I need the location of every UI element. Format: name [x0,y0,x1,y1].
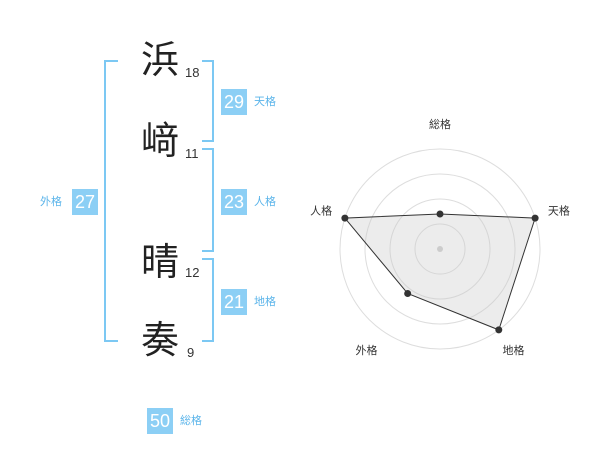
radar-point-0 [436,210,444,218]
radar-ring [389,198,491,300]
soukaku-label: 総格 [180,414,202,427]
radar-series-area [343,213,536,331]
jinkaku-value-badge: 23 [221,189,247,215]
name-char-4: 奏 [141,318,180,362]
tenkaku-bracket [202,60,214,142]
chikaku-label: 地格 [254,295,276,308]
radar-center [437,246,443,252]
radar-point-4 [341,214,349,222]
gaikaku-bracket [104,60,118,342]
chikaku-value-badge: 21 [221,289,247,315]
name-char-2: 﨑 [141,119,180,163]
gaikaku-value-badge: 27 [72,189,98,215]
tenkaku-label: 天格 [254,95,276,108]
radar-axis-label-2: 地格 [502,343,524,357]
stroke-count-2: 11 [185,146,199,161]
name-char-1: 浜 [141,38,180,82]
name-char-3: 晴 [141,240,180,284]
radar-point-2 [495,326,503,334]
stroke-count-4: 9 [187,345,195,360]
radar-ring [364,173,516,325]
jinkaku-label: 人格 [254,195,276,208]
soukaku-value-badge: 50 [147,408,173,434]
chikaku-bracket [202,258,214,342]
radar-axis-label-4: 人格 [310,203,332,217]
radar-point-3 [404,289,412,297]
jinkaku-bracket [202,148,214,252]
radar-axis-label-1: 天格 [548,203,570,217]
gaikaku-label: 外格 [40,195,62,208]
radar-ring [414,223,466,275]
radar-ring [339,148,541,350]
radar-axis-label-3: 外格 [356,343,378,357]
stroke-count-1: 18 [185,65,200,80]
stroke-count-3: 12 [185,265,200,280]
tenkaku-value-badge: 29 [221,89,247,115]
radar-point-1 [531,214,539,222]
radar-axis-label-0: 総格 [429,117,451,131]
